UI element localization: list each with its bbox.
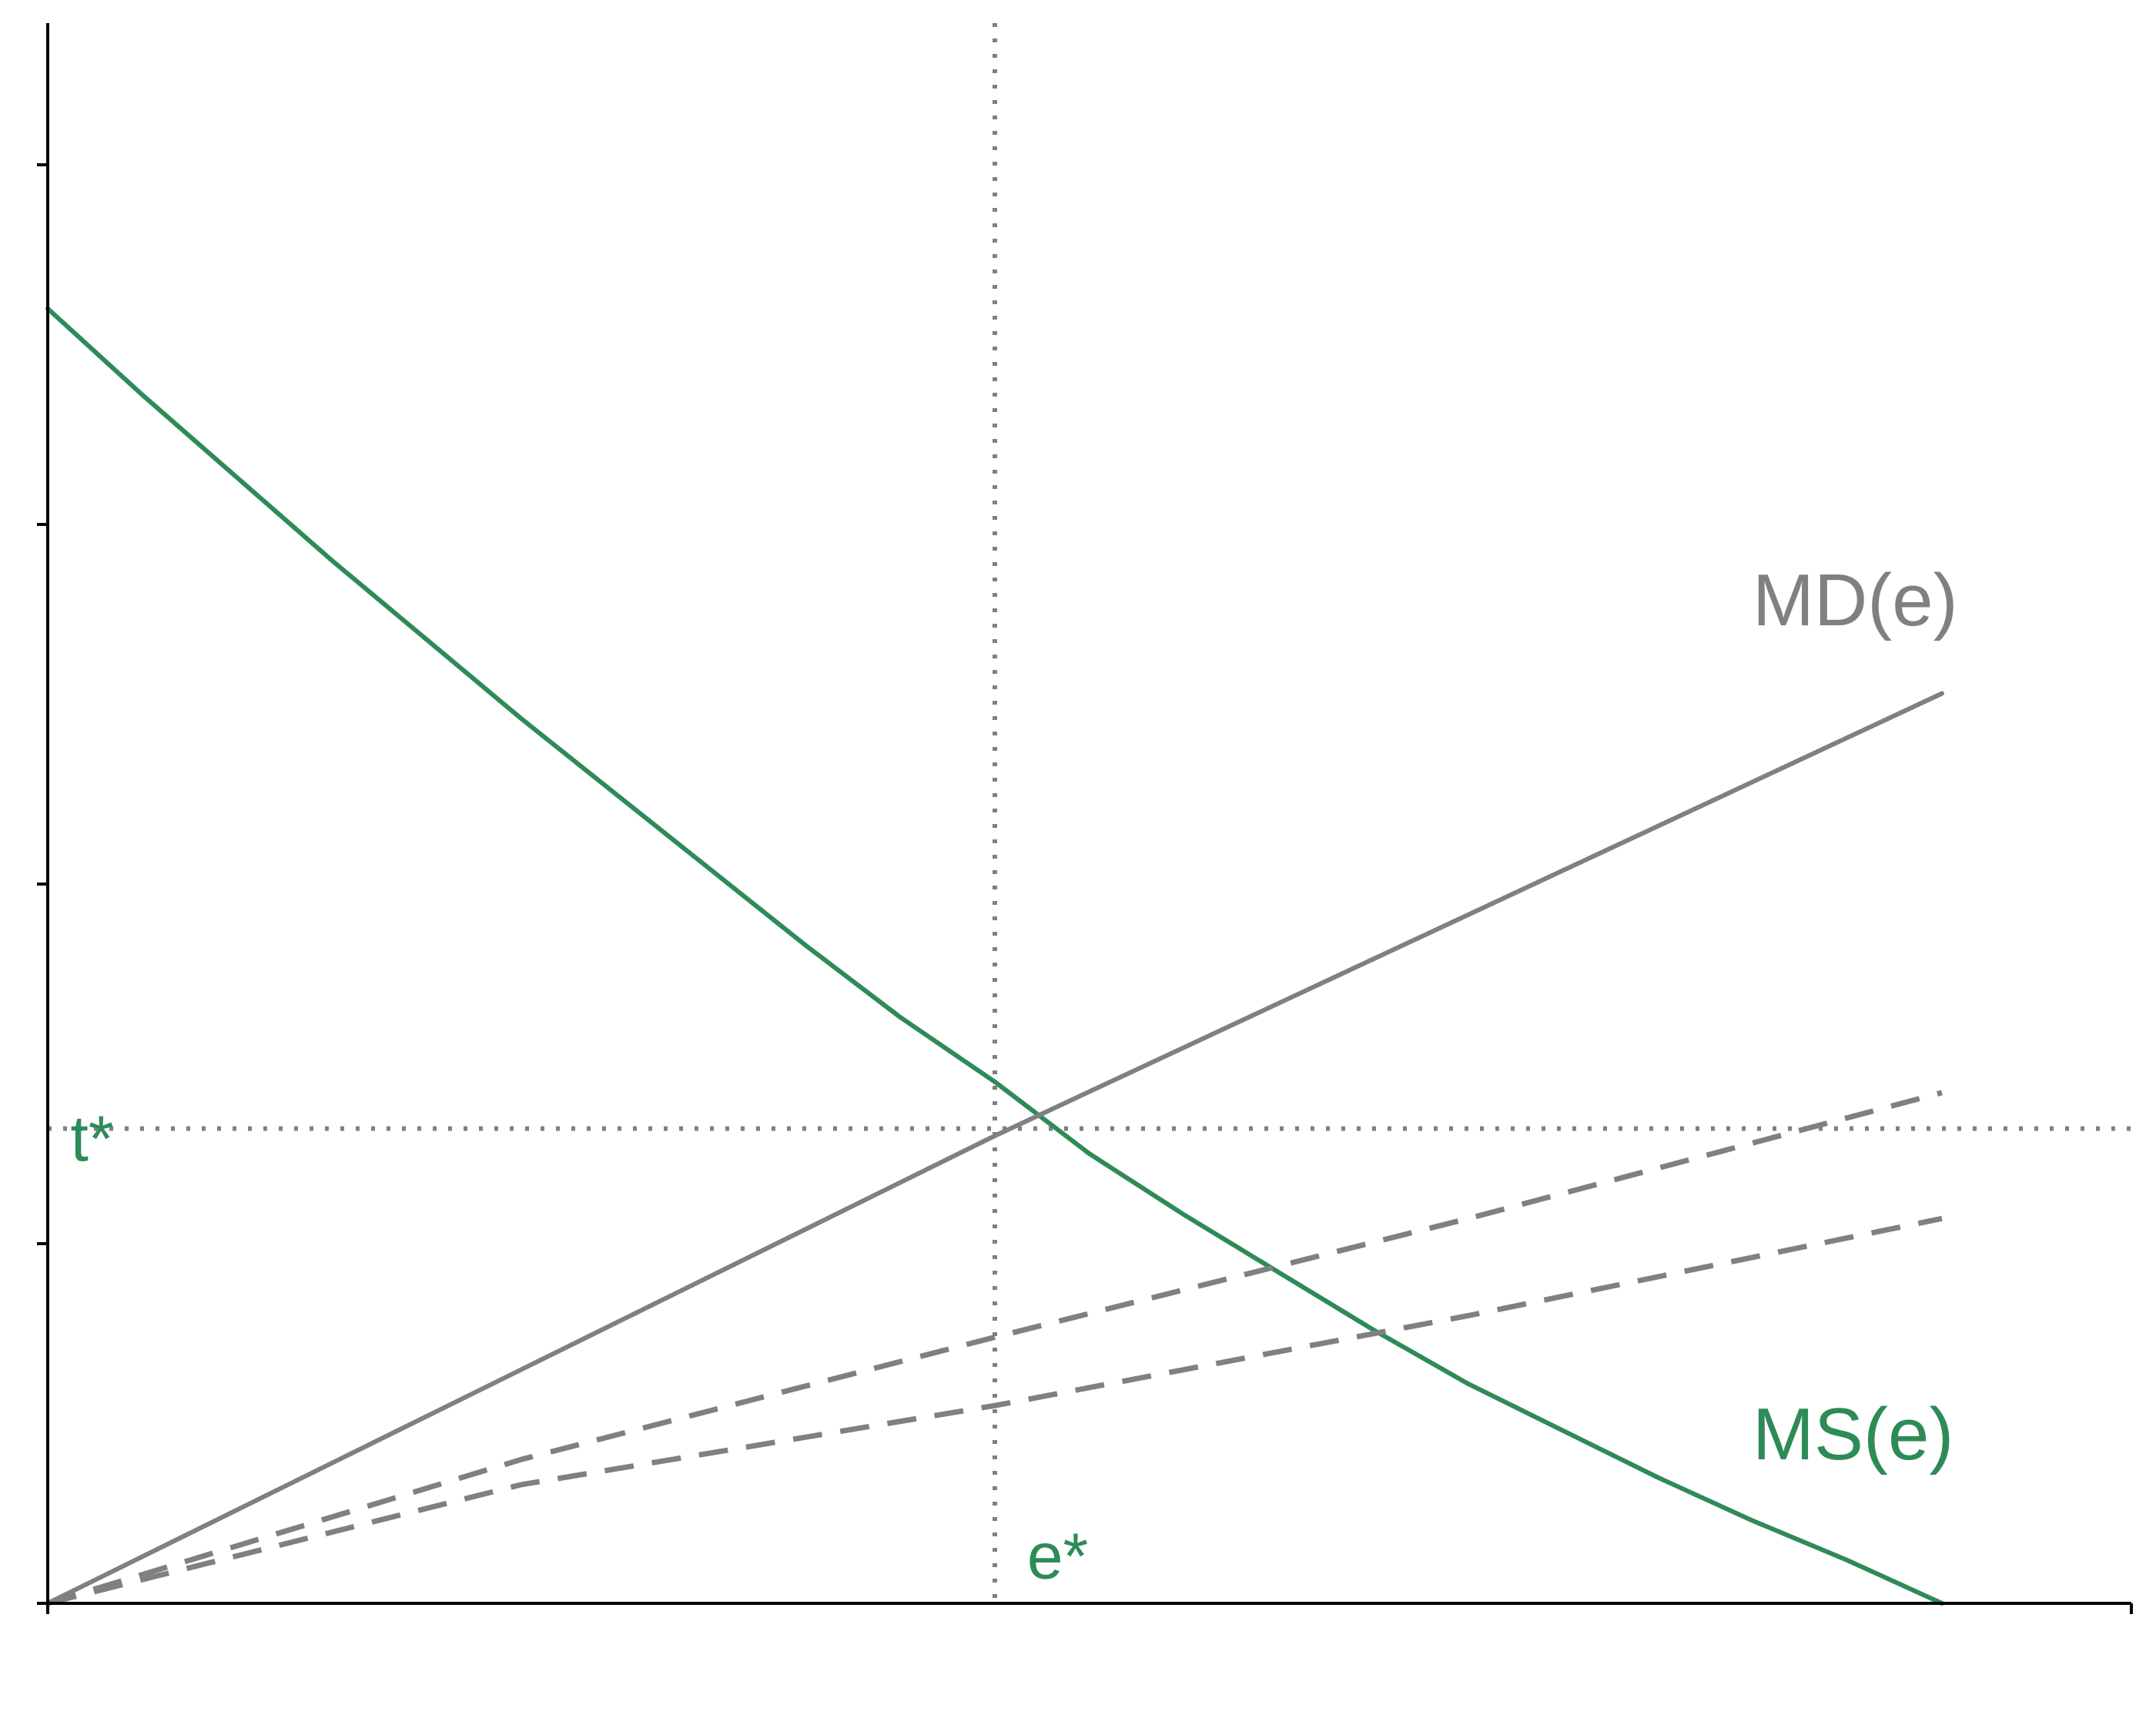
annotation-t-star: t* [71, 1103, 114, 1175]
series-line-dashed-3 [47, 1215, 1943, 1606]
annotation-e-star: e* [1027, 1519, 1088, 1592]
annotation-mde: MD(e) [1753, 559, 1958, 641]
plot-area: MD(e) MS(e) e* t* [37, 23, 2133, 1614]
series-line-mde [45, 691, 1944, 1606]
annotation-mse: MS(e) [1753, 1393, 1953, 1475]
series-line-dashed-2 [46, 1090, 1943, 1606]
series-line-mse [45, 306, 1944, 1606]
